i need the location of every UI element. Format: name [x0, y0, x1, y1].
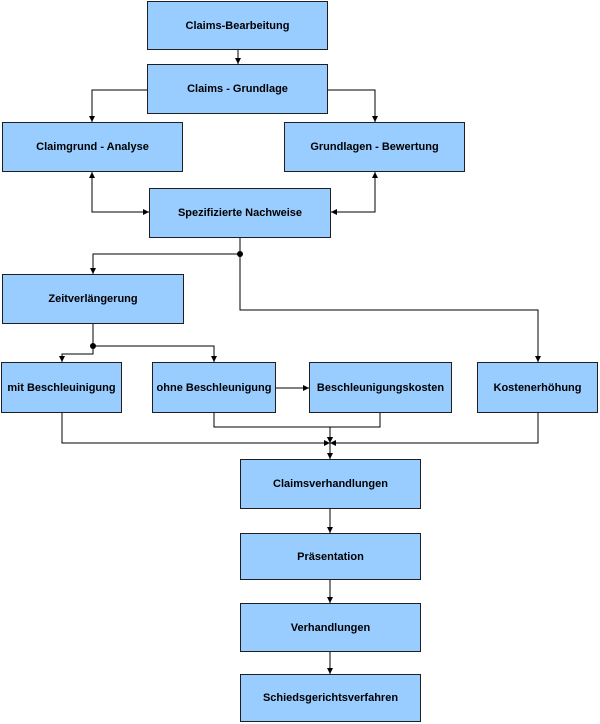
- node-beschleunigungskosten: Beschleunigungskosten: [309, 362, 452, 413]
- node-spezifizierte-nachweise: Spezifizierte Nachweise: [149, 188, 331, 238]
- node-grundlagen-bewertung: Grundlagen - Bewertung: [284, 122, 465, 172]
- node-mit-beschleunigung: mit Beschleuinigung: [1, 362, 122, 413]
- edge-kostenerhoehung-verhandlungen: [330, 413, 539, 446]
- node-claims-grundlage: Claims - Grundlage: [147, 64, 328, 114]
- edge-analyse-nachweise: [89, 172, 149, 215]
- node-praesentation: Präsentation: [240, 533, 421, 580]
- edge-kosten-verhandlungen: [327, 413, 381, 443]
- node-schiedsgerichtsverfahren: Schiedsgerichtsverfahren: [240, 674, 421, 722]
- edge-junction-zeitverlaengerung: [90, 253, 240, 274]
- node-ohne-beschleunigung: ohne Beschleunigung: [152, 362, 276, 413]
- junction-dot-zeitverlaengerung: [90, 343, 96, 349]
- edge-junction-kostenerhoehung: [239, 254, 541, 362]
- node-claimgrund-analyse: Claimgrund - Analyse: [2, 122, 183, 172]
- edge-junction-mit: [59, 346, 94, 362]
- node-zeitverlaengerung: Zeitverlängerung: [2, 274, 184, 324]
- junction-dot-nachweise: [237, 251, 243, 257]
- edge-mit-verhandlungen: [61, 413, 330, 446]
- node-claims-bearbeitung: Claims-Bearbeitung: [147, 1, 328, 50]
- node-kostenerhoehung: Kostenerhöhung: [477, 362, 598, 413]
- edge-ohne-verhandlungen: [213, 413, 333, 443]
- node-verhandlungen: Verhandlungen: [240, 603, 421, 652]
- edge-grundlage-analyse: [89, 89, 147, 122]
- edge-grundlage-bewertung: [328, 89, 378, 122]
- node-claimsverhandlungen: Claimsverhandlungen: [240, 459, 421, 509]
- edge-bewertung-nachweise: [331, 172, 378, 215]
- edge-junction-ohne: [93, 345, 217, 362]
